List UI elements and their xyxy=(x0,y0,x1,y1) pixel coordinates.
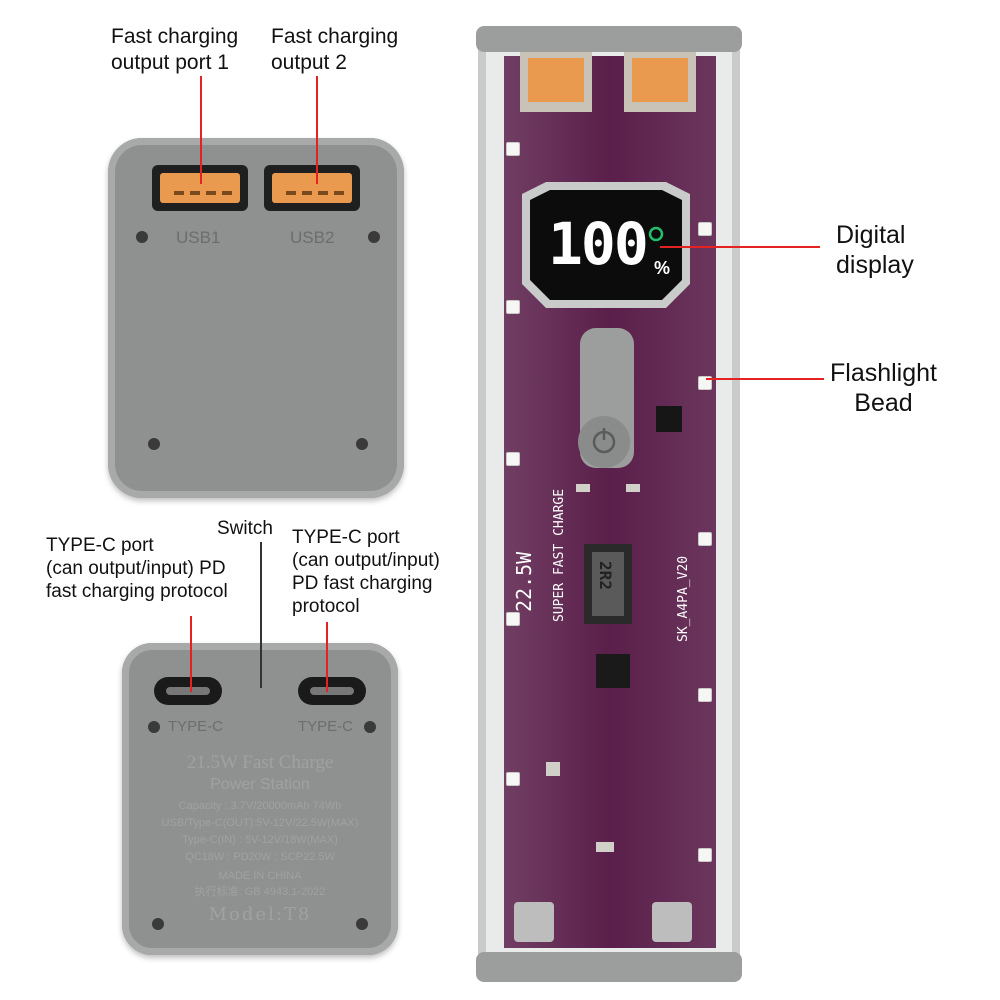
flashlight-bead xyxy=(506,300,520,314)
pcb-charge-text: SUPER FAST CHARGE xyxy=(552,488,567,622)
screw xyxy=(148,721,160,733)
screw xyxy=(364,721,376,733)
embossed-title: 21.5W Fast Charge xyxy=(186,752,334,773)
typec-right-leader-line xyxy=(326,622,328,692)
display-unit: % xyxy=(654,258,671,278)
usb1-label: USB1 xyxy=(176,228,221,247)
embossed-input-spec: Type-C(IN) : 5V-12V/18W(MAX) xyxy=(182,834,338,846)
embossed-protocols: QC18W : PD20W : SCP22.5W xyxy=(185,851,335,863)
embossed-subtitle: Power Station xyxy=(210,776,310,793)
flashlight-bead xyxy=(506,452,520,466)
typec-right-label: TYPE-C xyxy=(298,718,354,735)
power-bank-body: 100 % 22.5W SUPER FAST CHARGE SK_A4PA_V2… xyxy=(476,22,742,984)
flashlight-bead xyxy=(506,772,520,786)
typec-right-callout: TYPE-C port(can output/input)PD fast cha… xyxy=(292,527,440,617)
typec-left-leader-line xyxy=(190,616,192,692)
inductor-marking: 2R2 xyxy=(595,561,615,590)
pcb-power-text: 22.5W xyxy=(512,551,536,612)
usb1-leader-line xyxy=(200,76,202,184)
flashlight-bead xyxy=(698,532,712,546)
embossed-capacity: Capacity : 3.7V/20000mAh 74Wh xyxy=(178,800,342,812)
screw xyxy=(368,231,380,243)
embossed-output-spec: USB/Type-C(OUT):5V-12V/22.5W(MAX) xyxy=(161,817,359,829)
flashlight-bead xyxy=(698,848,712,862)
typec-port-left xyxy=(154,677,222,705)
typec-port-right xyxy=(298,677,366,705)
display-leader-line xyxy=(660,246,820,248)
switch-callout: Switch xyxy=(217,518,273,539)
typec-left-label: TYPE-C xyxy=(168,718,224,735)
flashlight-leader-line xyxy=(706,378,824,380)
embossed-origin: MADE IN CHINA xyxy=(218,870,302,882)
display-value: 100 xyxy=(548,210,649,278)
screw xyxy=(356,438,368,450)
power-bank-illustration xyxy=(476,26,742,982)
flashlight-bead xyxy=(698,688,712,702)
embossed-model: Model:T8 xyxy=(208,904,312,925)
screw xyxy=(136,231,148,243)
screw xyxy=(356,918,368,930)
screw xyxy=(152,918,164,930)
flashlight-bead xyxy=(506,612,520,626)
usb2-port xyxy=(264,165,360,211)
switch-leader-line xyxy=(260,542,262,688)
embossed-standard: 执行标准: GB 4943.1-2022 xyxy=(194,886,326,898)
flashlight-bead xyxy=(506,142,520,156)
flashlight-bead xyxy=(698,222,712,236)
pcb-board-text: SK_A4PA_V20 xyxy=(676,555,691,642)
usb2-label: USB2 xyxy=(290,228,335,247)
screw xyxy=(148,438,160,450)
usb2-leader-line xyxy=(316,76,318,184)
